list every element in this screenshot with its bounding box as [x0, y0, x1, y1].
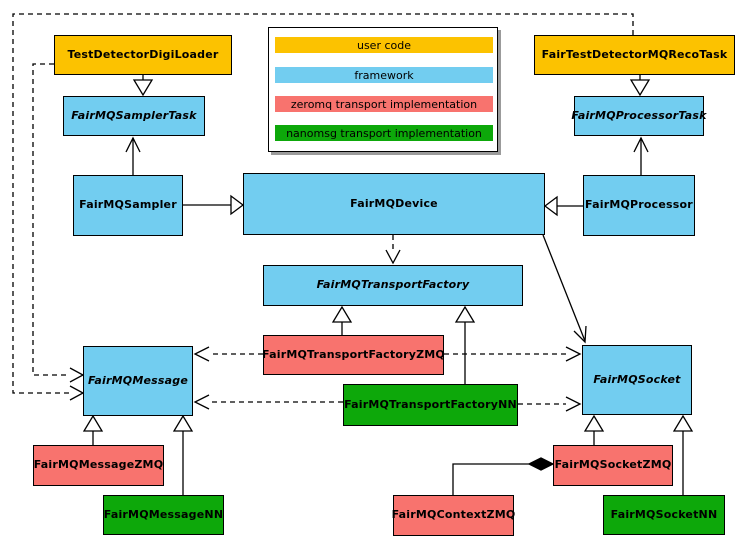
class-box-fairmqsocketzmq: FairMQSocketZMQ	[553, 445, 673, 486]
class-box-fairtestdetectormqrecotask: FairTestDetectorMQRecoTask	[534, 35, 735, 75]
inheritance-arrow-sampler-device	[183, 194, 245, 216]
legend-item-nanomsg: nanomsg transport implementation	[275, 125, 493, 141]
inheritance-arrow-messagenn-message	[172, 414, 194, 495]
class-box-fairmqprocessor: FairMQProcessor	[583, 175, 695, 236]
class-box-fairmqsamplertask: FairMQSamplerTask	[63, 96, 205, 136]
inheritance-arrow-messagezmq-message	[82, 414, 104, 445]
inheritance-arrow-digiloader-samplertask	[132, 75, 154, 97]
class-box-fairmqcontextzmq: FairMQContextZMQ	[392, 495, 515, 536]
class-box-fairmqtransportfactory: FairMQTransportFactory	[263, 265, 523, 306]
class-box-fairmqmessage: FairMQMessage	[83, 346, 193, 416]
class-box-fairmqmessagenn: FairMQMessageNN	[103, 495, 224, 535]
class-box-fairmqsocketnn: FairMQSocketNN	[603, 495, 725, 535]
class-box-fairmqdevice: FairMQDevice	[243, 173, 545, 235]
dependency-arrow-factoryzmq-socket	[444, 346, 582, 362]
dependency-arrow-factorynn-message	[193, 394, 343, 410]
legend-item-zeromq: zeromq transport implementation	[275, 96, 493, 112]
inheritance-arrow-factoryzmq-factory	[331, 305, 353, 335]
class-box-fairmqmessagezmq: FairMQMessageZMQ	[33, 445, 164, 486]
class-box-fairmqsampler: FairMQSampler	[73, 175, 183, 236]
legend-box: user code framework zeromq transport imp…	[268, 27, 498, 152]
inheritance-arrow-socketzmq-socket	[583, 414, 605, 445]
dependency-arrow-factoryzmq-message	[193, 346, 263, 362]
class-box-fairmqtransportfactorynn: FairMQTransportFactoryNN	[343, 384, 518, 426]
inheritance-arrow-processor-device	[543, 195, 583, 217]
association-arrow-processor-processortask	[633, 136, 649, 175]
inheritance-arrow-socketnn-socket	[672, 414, 694, 495]
class-box-fairmqsocket: FairMQSocket	[582, 345, 692, 415]
legend-item-user-code: user code	[275, 37, 493, 53]
composition-arrow-contextzmq-socketzmq	[452, 457, 555, 495]
dependency-arrow-factorynn-socket	[518, 396, 582, 412]
association-arrow-sampler-samplertask	[125, 136, 141, 175]
dependency-arrow-device-transportfactory	[385, 235, 401, 265]
class-box-fairmqprocessortask: FairMQProcessorTask	[571, 96, 706, 136]
class-box-fairmqtransportfactoryzmq: FairMQTransportFactoryZMQ	[262, 335, 445, 375]
legend-item-framework: framework	[275, 67, 493, 83]
association-arrow-device-socket	[542, 234, 587, 344]
inheritance-arrow-factorynn-factory	[454, 305, 476, 385]
class-box-testdetectordigiloader: TestDetectorDigiLoader	[54, 35, 232, 75]
inheritance-arrow-recotask-processortask	[629, 75, 651, 97]
